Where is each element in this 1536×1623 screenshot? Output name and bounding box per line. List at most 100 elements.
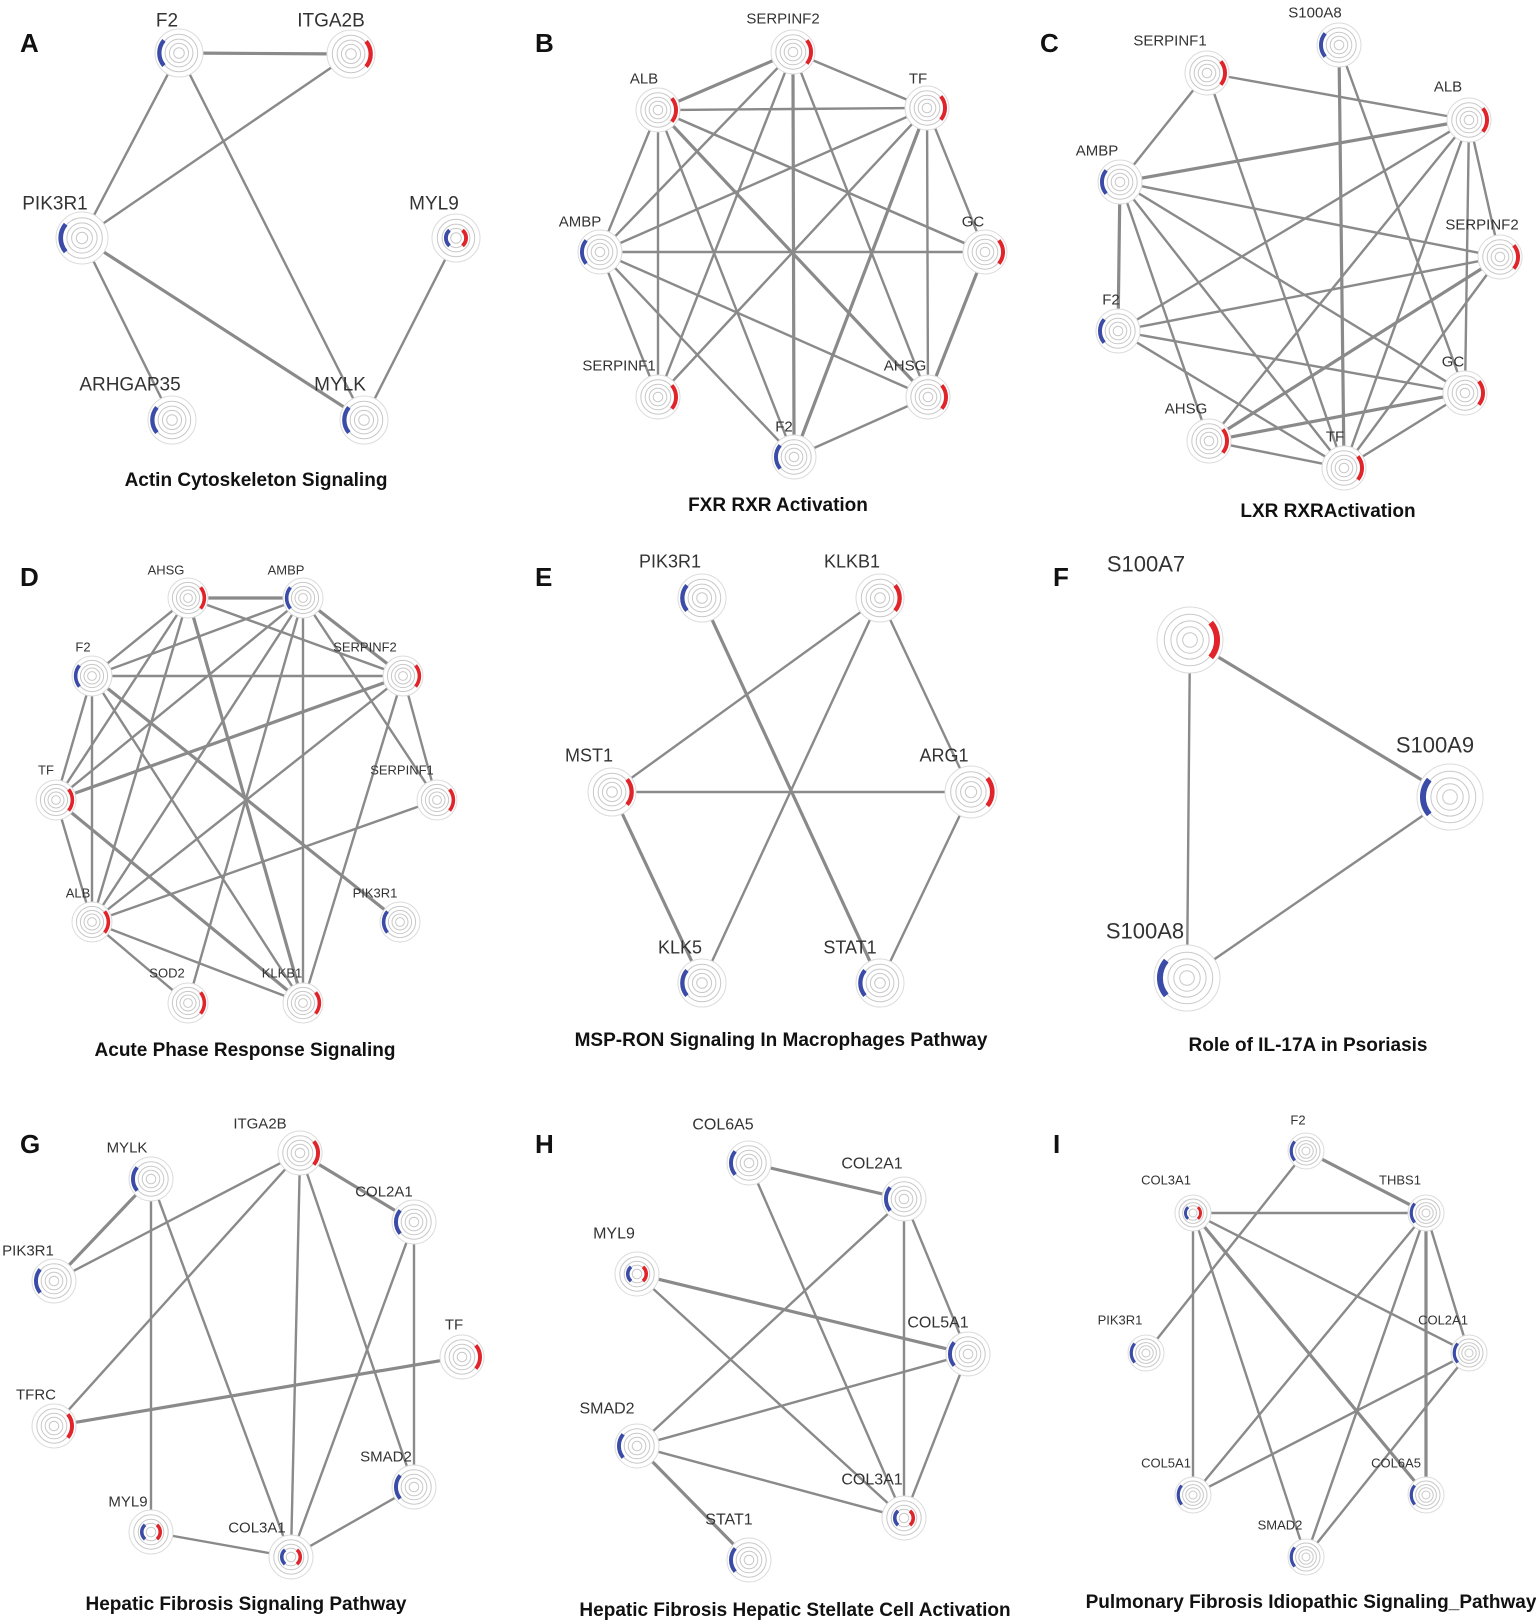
gene-label: SOD2 [149,966,184,981]
node-inner-ring [1418,1205,1434,1221]
node-inner-ring [1494,251,1506,263]
node-inner-ring [1464,1348,1474,1358]
network-edge [810,58,910,102]
network-edge [616,114,911,246]
downregulated-arc [130,1166,139,1192]
downregulated-arc [579,239,588,265]
node-inner-ring [290,585,316,611]
gene-label: ALB [66,886,91,901]
node-inner-ring [183,593,193,603]
downregulated-arc [1097,318,1106,344]
node-outer-ring [379,901,421,943]
gene-label: THBS1 [1379,1173,1421,1188]
network-edge [68,608,291,790]
upregulated-arc [67,788,75,812]
network-edge [619,809,695,966]
network-edge [612,265,782,444]
upregulated-arc [1356,455,1365,481]
node-inner-ring [648,100,668,120]
network-edge [888,811,963,965]
network-edge [156,1196,286,1540]
gene-label: TFRC [16,1386,56,1403]
node-outer-ring [167,577,209,619]
gene-label: F2 [775,418,793,435]
node-inner-ring [137,1518,165,1546]
gene-label: SERPINF1 [582,357,655,374]
node-outer-ring [904,85,950,131]
network-edge [933,268,980,381]
gene-node: SERPINF2 [333,640,424,697]
node-inner-ring [1338,462,1350,474]
node-outer-ring [635,374,681,420]
gene-node: F2 [1095,291,1141,354]
gene-node: COL5A1 [1141,1456,1212,1514]
downregulated-arc [728,1547,737,1573]
node-outer-ring [1446,97,1492,143]
node-inner-ring [1182,1484,1204,1506]
downregulated-arc [616,1433,625,1459]
node-inner-ring [1329,35,1349,55]
upregulated-arc [461,228,468,248]
node-inner-ring [145,1526,157,1538]
upregulated-arc [893,583,902,613]
node-inner-ring [964,785,978,799]
gene-label: SERPINF2 [1445,216,1518,233]
node-inner-ring [408,1481,420,1493]
node-outer-ring [431,213,481,263]
network-edge [307,1495,398,1549]
network-edge [1196,1227,1303,1543]
upregulated-arc [939,95,948,121]
network-edge [104,685,388,913]
node-outer-ring [1174,1476,1212,1514]
node-inner-ring [336,39,366,69]
gene-node: THBS1 [1379,1173,1445,1232]
gene-node: SOD2 [149,966,209,1024]
gene-label: F2 [156,11,178,32]
node-inner-ring [277,1543,305,1571]
node-inner-ring [1451,379,1479,407]
panel-title: Role of IL-17A in Psoriasis [1189,1035,1428,1056]
node-inner-ring [390,663,416,689]
network-edge [305,1170,409,1470]
node-outer-ring [770,29,816,75]
gene-node: ARG1 [919,745,998,819]
upregulated-arc [448,788,456,812]
downregulated-arc [1157,958,1169,998]
gene-label: MYL9 [593,1226,635,1243]
node-inner-ring [298,998,308,1008]
gene-node: TF [35,763,77,821]
gene-label: KLKB1 [824,551,880,571]
node-inner-ring [1188,1208,1198,1218]
gene-node: SERPINF2 [746,10,820,75]
node-inner-ring [452,1347,472,1367]
node-inner-ring [890,1185,918,1213]
network-edge [910,1371,962,1501]
node-inner-ring [1167,958,1207,998]
node-inner-ring [87,671,97,681]
node-inner-ring [1421,1208,1431,1218]
gene-label: SMAD2 [360,1448,412,1465]
gene-node: AMBP [559,213,623,275]
network-edge [1344,62,1460,376]
downregulated-arc [626,1265,633,1283]
gene-node: KLKB1 [824,551,905,623]
downregulated-arc [1129,1342,1137,1364]
gene-node: STAT1 [705,1512,772,1583]
node-outer-ring [855,958,905,1008]
downregulated-arc [947,1341,956,1367]
panel-letter: D [20,562,39,592]
network-edge [104,932,176,993]
node-outer-ring [1416,763,1484,831]
network-edge [307,692,399,987]
gene-node: SERPINF1 [582,357,681,420]
network-edge [107,603,288,671]
gene-node: COL2A1 [1418,1313,1488,1372]
network-edge [1130,196,1334,454]
node-outer-ring [614,1423,660,1469]
node-inner-ring [40,1267,68,1295]
gene-label: MYL9 [409,194,459,215]
network-edge [203,602,388,672]
node-inner-ring [1138,1345,1154,1361]
node-inner-ring [44,1271,64,1291]
